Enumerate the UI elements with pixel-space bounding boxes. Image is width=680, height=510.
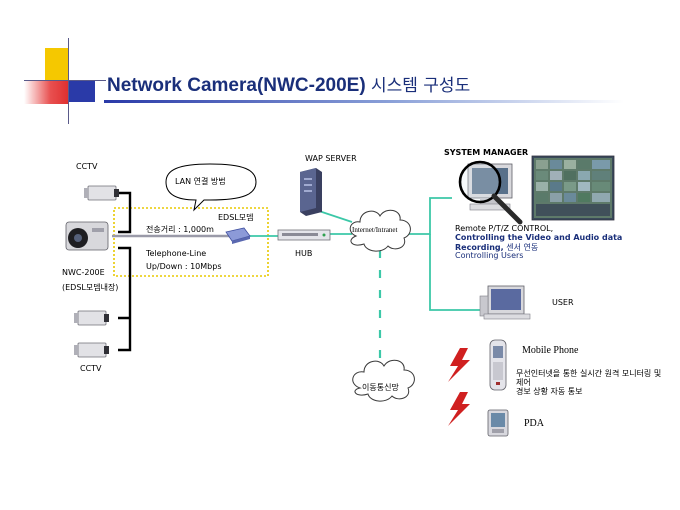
- mobile-desc-line2: 제어: [516, 378, 531, 387]
- sm-desc-line4: Controlling Users: [455, 251, 524, 260]
- magnifier-icon: [458, 160, 523, 225]
- sm-desc-line1: Remote P/T/Z CONTROL,: [455, 224, 554, 233]
- server-icon: [300, 168, 322, 216]
- mobile-phone-label: Mobile Phone: [522, 345, 579, 356]
- sm-desc-line3a: Recording,: [455, 243, 504, 252]
- network-camera-icon: [65, 221, 109, 251]
- title-korean: 시스템 구성도: [370, 76, 471, 96]
- monitor-icon: [479, 285, 531, 320]
- updown-label: Up/Down : 10Mbps: [146, 262, 222, 271]
- wap-server-label: WAP SERVER: [305, 154, 357, 163]
- distance-label: 전송거리 : 1,000m: [146, 225, 214, 234]
- lightning-icon: [448, 348, 470, 382]
- page-title: Network Camera(NWC-200E) 시스템 구성도: [107, 71, 470, 97]
- hub-icon: [277, 229, 331, 241]
- telephone-line-label: Telephone-Line: [146, 249, 207, 258]
- nwc-label-line2: (EDSL모뎀내장): [62, 283, 119, 292]
- pda-label: PDA: [524, 418, 545, 429]
- cctv-label-bottom: CCTV: [80, 364, 102, 373]
- title-underline: [104, 100, 624, 103]
- edsl-modem-label: EDSL모뎀: [218, 213, 254, 222]
- system-manager-label: SYSTEM MANAGER: [444, 148, 529, 157]
- internet-cloud-label: Internet/Intranet: [352, 226, 398, 234]
- sm-desc-line3b: 센서 연동: [503, 243, 539, 252]
- cloud-icon: [349, 209, 411, 252]
- mobile-desc-line3: 경보 상황 자동 통보: [516, 387, 583, 396]
- lan-bubble-text: LAN 연결 방법: [175, 177, 226, 186]
- cctv-bus-bottom: [118, 246, 132, 352]
- corner-yellow-block: [45, 48, 69, 84]
- cctv-label-top: CCTV: [76, 162, 98, 171]
- server-cloud-link: [318, 210, 353, 223]
- edsl-modem-icon: [225, 227, 251, 244]
- cloud-manager-link: [408, 197, 452, 235]
- user-label: USER: [552, 298, 574, 307]
- mobile-desc-line1: 무선인터넷을 통한 실시간 원격 모니터링 및: [516, 369, 662, 378]
- cctv-camera-icon: [84, 185, 119, 201]
- corner-v-line: [68, 38, 69, 124]
- cctv-camera-icon: [74, 310, 109, 326]
- nwc-label-line1: NWC-200E: [62, 268, 105, 277]
- cloud-user-link: [429, 234, 480, 311]
- corner-h-line: [24, 80, 106, 81]
- mobile-cloud-label: 이동통신망: [362, 383, 399, 392]
- cctv-camera-icon: [74, 342, 109, 358]
- lightning-icon: [448, 392, 470, 426]
- title-main: Network Camera(NWC-200E): [107, 75, 366, 96]
- corner-red-block: [24, 80, 68, 104]
- lan-bubble-shape: [165, 163, 257, 212]
- edsl-dotted-box: [113, 207, 269, 277]
- camera-view-grid: [531, 155, 615, 221]
- hub-label: HUB: [295, 249, 313, 258]
- sm-desc-line2: Controlling the Video and Audio data: [455, 233, 623, 242]
- corner-blue-block: [69, 80, 95, 102]
- cctv-bus-top: [118, 191, 132, 234]
- cloud-icon: [352, 359, 415, 402]
- sm-desc-line3: Recording, 센서 연동: [455, 242, 538, 253]
- pda-icon: [487, 409, 509, 437]
- mobile-phone-icon: [489, 339, 507, 391]
